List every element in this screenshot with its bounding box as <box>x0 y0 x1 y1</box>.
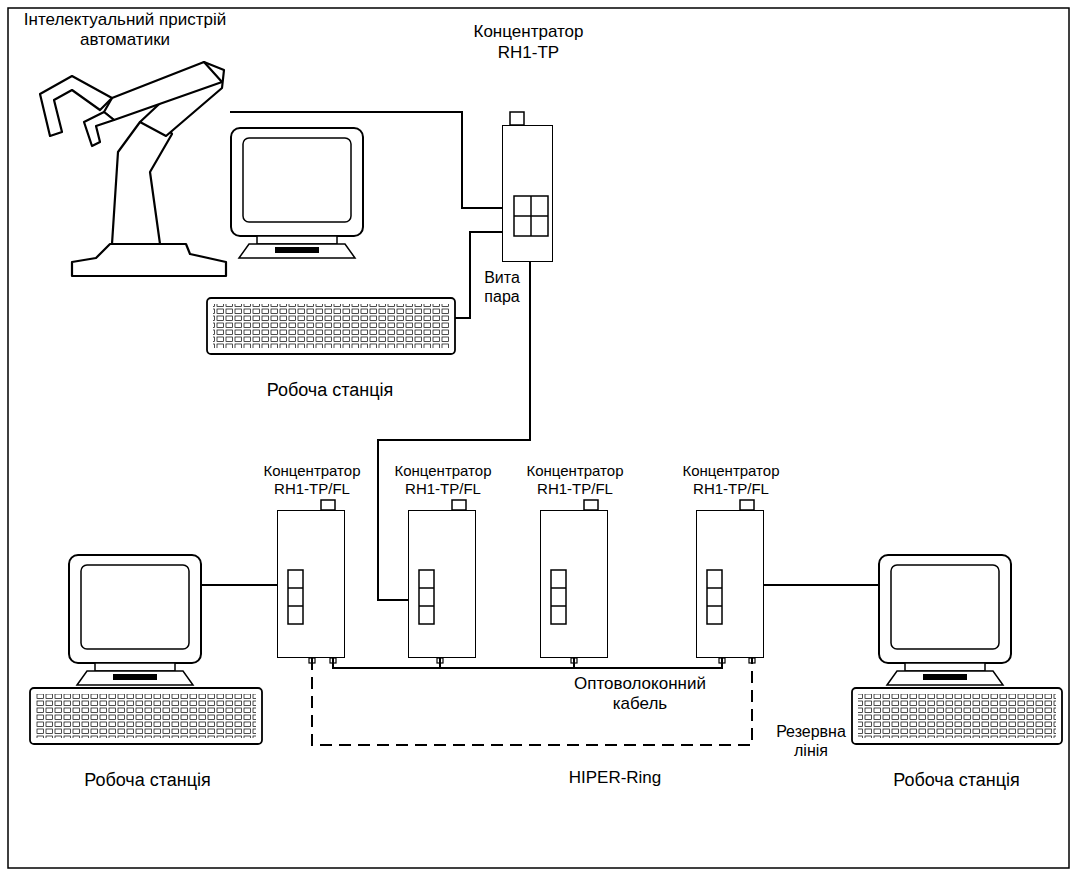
workstation-label: Робоча станція <box>850 770 1063 792</box>
keyboard-case <box>207 298 455 354</box>
keyboard-keys <box>213 304 449 348</box>
hub-tab <box>584 500 598 510</box>
port-column <box>707 570 722 624</box>
port-divider <box>419 605 434 607</box>
edge-label: Оптоволоконний кабель <box>565 674 715 715</box>
monitor-stand <box>887 671 1003 685</box>
hub-label: Концентратор RH1-TP/FL <box>668 462 794 498</box>
monitor-case <box>69 555 201 663</box>
robot-gripper-jaw <box>84 112 114 146</box>
workstation-label: Робоча станція <box>205 380 455 402</box>
monitor-stand-bar <box>275 247 319 253</box>
hub-box: Концентратор RH1-TP <box>502 125 553 262</box>
cable-stub <box>850 584 879 586</box>
hub-box: Концентратор RH1-TP/FL <box>277 510 345 658</box>
monitor-case <box>879 555 1011 663</box>
robot-base <box>72 244 226 276</box>
port-divider <box>419 587 434 589</box>
hub-tab <box>740 500 754 510</box>
port-divider <box>514 215 548 217</box>
monitor-stand <box>239 244 355 258</box>
hub-tab <box>321 500 335 510</box>
keyboard-case <box>30 688 262 744</box>
hub-box: Концентратор RH1-TP/FL <box>540 510 608 658</box>
cable-connector <box>230 112 502 208</box>
port-divider <box>288 587 303 589</box>
monitor-neck <box>95 663 175 671</box>
robot-column <box>112 120 172 244</box>
hub-box: Концентратор RH1-TP/FL <box>696 510 764 658</box>
monitor-stand-bar <box>923 674 967 680</box>
cable-connector <box>440 658 574 668</box>
port-column <box>551 570 566 624</box>
port-divider <box>707 605 722 607</box>
hub-tab <box>510 112 524 125</box>
edge-label: Вита пара <box>478 268 526 306</box>
frame-border <box>8 8 1069 868</box>
keyboard-keys <box>858 694 1056 738</box>
port-divider <box>288 605 303 607</box>
hub-tab <box>452 500 466 510</box>
ring-label: HIPER-Ring <box>540 768 690 788</box>
hub-label: Концентратор RH1-TP/FL <box>512 462 638 498</box>
monitor-neck <box>257 236 337 244</box>
device-label: Інтелектуальний пристрій автоматики <box>20 10 230 51</box>
port-divider <box>551 605 566 607</box>
port-divider <box>551 587 566 589</box>
cable-connector <box>333 658 440 668</box>
monitor-screen <box>243 138 351 222</box>
cable-stub <box>201 584 265 586</box>
monitor-screen <box>891 565 999 649</box>
port-grid <box>514 196 548 236</box>
backup-line <box>312 658 752 745</box>
port-divider <box>707 587 722 589</box>
workstation: Робоча станція <box>205 125 455 402</box>
robot-gripper <box>40 76 112 136</box>
cable-connector <box>378 262 530 600</box>
keyboard-case <box>852 688 1062 744</box>
keyboard-keys <box>36 694 256 738</box>
robot-forearm <box>104 62 222 120</box>
cable-connector <box>574 658 722 668</box>
port-column <box>288 570 303 624</box>
monitor-stand-bar <box>113 674 157 680</box>
hub-label: Концентратор RH1-TP/FL <box>249 462 375 498</box>
monitor-screen <box>81 565 189 649</box>
hub-label: Концентратор RH1-TP <box>469 22 589 63</box>
hub-box: Концентратор RH1-TP/FL <box>408 510 476 658</box>
workstation: Робоча станція <box>30 555 265 792</box>
automation-device: Інтелектуальний пристрій автоматики <box>20 8 230 282</box>
monitor-stand <box>77 671 193 685</box>
monitor-neck <box>905 663 985 671</box>
workstation: Робоча станція <box>850 555 1063 792</box>
cable-connector <box>265 584 277 586</box>
port-column <box>419 570 434 624</box>
backup-line-label: Резервна лінія <box>770 722 852 760</box>
hub-label: Концентратор RH1-TP/FL <box>380 462 506 498</box>
cable-connector <box>764 584 850 586</box>
workstation-label: Робоча станція <box>30 770 265 792</box>
monitor-case <box>231 128 363 236</box>
